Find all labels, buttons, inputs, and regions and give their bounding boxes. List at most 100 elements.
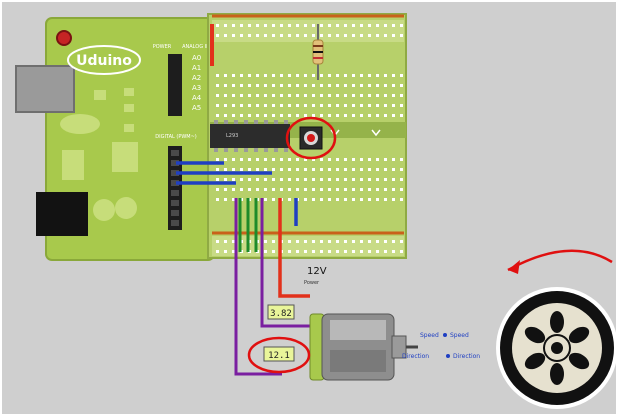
breadboard-hole <box>368 250 371 253</box>
breadboard-hole <box>384 188 387 191</box>
supply-voltage-label: 12V <box>307 266 327 277</box>
breadboard-hole <box>360 104 363 107</box>
breadboard-hole <box>360 94 363 97</box>
breadboard-hole <box>272 104 275 107</box>
breadboard-hole <box>400 158 403 161</box>
breadboard-hole <box>224 34 227 37</box>
breadboard-hole <box>352 104 355 107</box>
breadboard-hole <box>352 158 355 161</box>
breadboard-hole <box>288 188 291 191</box>
breadboard-hole <box>400 84 403 87</box>
breadboard-hole <box>344 24 347 27</box>
breadboard-hole <box>344 84 347 87</box>
breadboard-hole <box>392 114 395 117</box>
breadboard-hole <box>288 168 291 171</box>
breadboard-hole <box>312 240 315 243</box>
breadboard-hole <box>312 84 315 87</box>
breadboard-hole <box>352 94 355 97</box>
breadboard-hole <box>280 104 283 107</box>
direction-port-left: Direction <box>402 353 429 360</box>
breadboard-hole <box>384 84 387 87</box>
breadboard-hole <box>376 250 379 253</box>
breadboard-hole <box>216 168 219 171</box>
breadboard-hole <box>384 104 387 107</box>
breadboard-hole <box>320 178 323 181</box>
direction-port: Direction Direction <box>402 353 480 360</box>
breadboard-hole <box>384 114 387 117</box>
breadboard-hole <box>288 178 291 181</box>
breadboard-hole <box>352 74 355 77</box>
breadboard-hole <box>288 24 291 27</box>
breadboard-hole <box>392 94 395 97</box>
breadboard-hole <box>384 74 387 77</box>
breadboard-hole <box>248 34 251 37</box>
breadboard-hole <box>256 94 259 97</box>
breadboard-hole <box>232 198 235 201</box>
breadboard-hole <box>368 74 371 77</box>
breadboard-hole <box>232 34 235 37</box>
header-power-label: POWER <box>153 44 172 50</box>
breadboard-hole <box>352 178 355 181</box>
breadboard-hole <box>224 240 227 243</box>
breadboard-hole <box>256 84 259 87</box>
breadboard-hole <box>352 198 355 201</box>
breadboard-hole <box>224 94 227 97</box>
analog-pin-label: A3 <box>192 84 201 92</box>
supply-sub-label: Power <box>304 280 320 286</box>
breadboard-hole <box>352 168 355 171</box>
breadboard-hole <box>264 168 267 171</box>
breadboard-hole <box>304 198 307 201</box>
analog-pin-label: A2 <box>192 74 201 82</box>
breadboard-hole <box>216 94 219 97</box>
breadboard-hole <box>384 158 387 161</box>
breadboard-hole <box>360 84 363 87</box>
breadboard-hole <box>280 178 283 181</box>
breadboard-hole <box>216 114 219 117</box>
breadboard-hole <box>240 94 243 97</box>
breadboard-hole <box>320 250 323 253</box>
breadboard-hole <box>328 104 331 107</box>
breadboard-hole <box>288 94 291 97</box>
breadboard-hole <box>232 158 235 161</box>
breadboard-hole <box>296 104 299 107</box>
breadboard-hole <box>344 168 347 171</box>
breadboard-hole <box>360 34 363 37</box>
breadboard-hole <box>400 34 403 37</box>
breadboard-hole <box>368 24 371 27</box>
breadboard-hole <box>352 250 355 253</box>
breadboard-hole <box>320 158 323 161</box>
breadboard-hole <box>312 168 315 171</box>
breadboard-hole <box>232 240 235 243</box>
breadboard-hole <box>304 34 307 37</box>
rail-bottom-band <box>212 236 404 256</box>
breadboard-hole <box>336 94 339 97</box>
breadboard-hole <box>240 168 243 171</box>
reset-button <box>56 30 72 46</box>
breadboard-hole <box>304 24 307 27</box>
breadboard-hole <box>232 168 235 171</box>
breadboard-hole <box>352 34 355 37</box>
breadboard-hole <box>392 158 395 161</box>
breadboard-hole <box>240 84 243 87</box>
breadboard-hole <box>216 198 219 201</box>
breadboard-hole <box>216 240 219 243</box>
speed-port-right: Speed <box>450 332 469 339</box>
breadboard-hole <box>272 94 275 97</box>
breadboard-hole <box>280 188 283 191</box>
breadboard-hole <box>328 114 331 117</box>
breadboard-hole <box>328 84 331 87</box>
breadboard-hole <box>256 74 259 77</box>
motor-driver-chip: L293 <box>210 120 290 152</box>
breadboard-hole <box>272 24 275 27</box>
breadboard-hole <box>336 188 339 191</box>
breadboard-hole <box>312 198 315 201</box>
breadboard-hole <box>264 178 267 181</box>
breadboard-hole <box>328 250 331 253</box>
breadboard-hole <box>312 188 315 191</box>
breadboard-hole <box>368 168 371 171</box>
breadboard-hole <box>224 188 227 191</box>
breadboard-hole <box>400 178 403 181</box>
breadboard-hole <box>384 24 387 27</box>
breadboard-hole <box>296 178 299 181</box>
breadboard-hole <box>360 198 363 201</box>
